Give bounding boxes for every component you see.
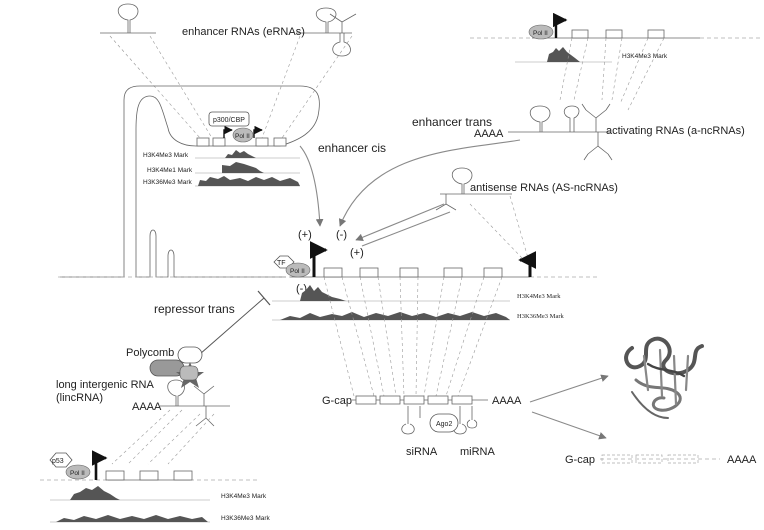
ago2-label: Ago2 [436, 421, 452, 428]
pol-ii-top-left-label: Pol II [235, 133, 250, 140]
enhancer-tracks: H3K4Me3 Mark H3K4Me1 Mark H3K36Me3 Mark [143, 150, 300, 187]
bottom-left-locus: p53 Pol II H3K4Me3 Mark H3K36Me3 Mark [40, 450, 271, 523]
erna-projection-lines [109, 35, 353, 139]
track-label-top-right-h3k4me3: H3K4Me3 Mark [622, 53, 668, 60]
pol-ii-bottom-label: Pol II [70, 470, 85, 477]
translation-arrow [529, 374, 609, 403]
dna-loop [60, 85, 320, 278]
sign-minus-1: (-) [336, 229, 347, 241]
pol-ii-center-label: Pol II [290, 268, 305, 275]
enhancer-trans-label: enhancer trans [412, 115, 492, 129]
enhancer-trans-arrow [338, 139, 521, 227]
enhancer-cis-label: enhancer cis [318, 141, 386, 155]
track-label-center-h3k36me3: H3K36Me3 Mark [517, 313, 565, 320]
enhancer-rnas-label: enhancer RNAs (eRNAs) [182, 26, 305, 38]
p300-cbp-label: p300/CBP [213, 117, 245, 124]
protein-structure-image [624, 336, 704, 419]
enhancer-exons [196, 137, 287, 147]
track-label-left-h3k4me1: H3K4Me1 Mark [147, 167, 193, 174]
top-right-locus: Pol II H3K4Me3 Mark [470, 12, 762, 63]
aaaa-mrna-label: AAAA [492, 395, 522, 407]
repressor-trans-label: repressor trans [154, 302, 235, 316]
g-cap-mrna-label: G-cap [322, 395, 352, 407]
antisense-arrow-2 [361, 211, 451, 247]
mrna-structure [352, 395, 488, 405]
repressor-inhibition-line [199, 290, 271, 355]
enhancer-cis-arrow [299, 145, 324, 227]
lincrna-label-line2: (lincRNA) [56, 392, 103, 404]
pol-ii-enhancer: Pol II [223, 125, 263, 143]
mirna-label: miRNA [460, 446, 495, 458]
p300-cbp-box: p300/CBP [208, 111, 250, 127]
mrna-projection-lines [323, 276, 503, 397]
activating-rnas-label: activating RNAs (a-ncRNAs) [606, 125, 745, 137]
antisense-rna-structure [435, 167, 512, 211]
top-right-projection-lines [559, 37, 665, 111]
activating-rna-structure [508, 103, 613, 161]
erna-structure-right [296, 7, 357, 57]
aaaa-activating-label: AAAA [474, 128, 504, 140]
p53-label: p53 [52, 458, 64, 465]
sign-minus-2: (-) [296, 283, 307, 295]
lincrna-structure [160, 379, 230, 427]
degraded-mrna-structure [600, 454, 720, 464]
degradation-arrow [531, 411, 607, 440]
center-tracks: H3K4Me3 Mark H3K36Me3 Mark [272, 285, 565, 321]
sign-plus-1: (+) [298, 229, 312, 241]
sign-plus-2: (+) [350, 247, 364, 259]
polycomb-complex [149, 346, 204, 388]
small-rna-hairpins [401, 406, 478, 435]
antisense-arrow-1 [355, 203, 445, 241]
lincrna-projection-lines [111, 409, 215, 465]
antisense-rnas-label: antisense RNAs (AS-ncRNAs) [470, 182, 618, 194]
track-label-left-h3k36me3: H3K36Me3 Mark [143, 179, 193, 186]
aaaa-degraded-label: AAAA [727, 454, 757, 466]
aaaa-lincrna-label: AAAA [132, 401, 162, 413]
ago2-box: Ago2 [429, 413, 459, 433]
sirna-label: siRNA [406, 446, 438, 458]
track-label-center-h3k4me3: H3K4Me3 Mark [517, 293, 561, 300]
pol-ii-top-right-label: Pol II [533, 30, 548, 37]
tf-label: TF [277, 260, 286, 267]
erna-structure-left [100, 3, 156, 34]
track-label-bottom-h3k4me3: H3K4Me3 Mark [221, 493, 267, 500]
target-gene-locus: TF Pol II [58, 241, 600, 278]
antisense-projection-lines [469, 195, 529, 259]
g-cap-degraded-label: G-cap [565, 454, 595, 466]
lincrna-label-line1: long intergenic RNA [56, 379, 154, 391]
track-label-bottom-h3k36me3: H3K36Me3 Mark [221, 515, 271, 522]
track-label-left-h3k4me3: H3K4Me3 Mark [143, 152, 189, 159]
polycomb-label: Polycomb [126, 347, 174, 359]
